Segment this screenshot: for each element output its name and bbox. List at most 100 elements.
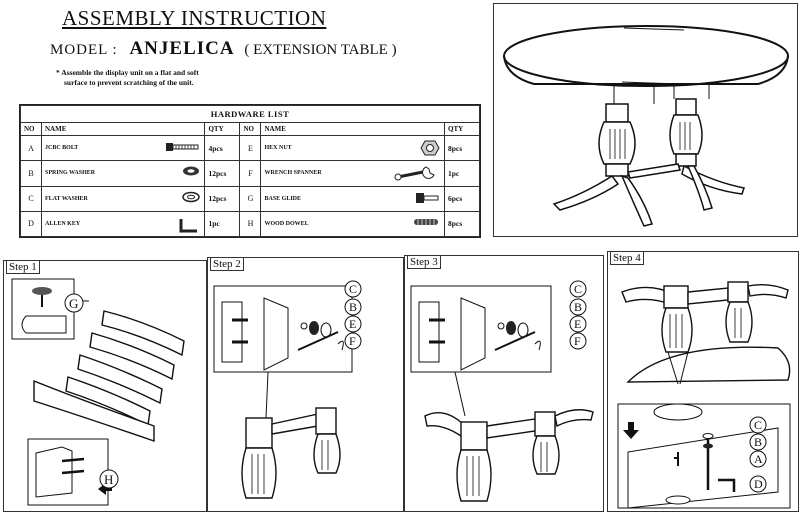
step-3-illustration [410,285,594,502]
page-title: ASSEMBLY INSTRUCTION [62,6,327,30]
step-2-illustration [213,285,353,499]
model-label: MODEL : [50,42,118,58]
hw-name-cell: JCBC BOLT [40,134,206,162]
step-4-label: Step 4 [610,251,644,265]
step-1-label: Step 1 [6,260,40,274]
note-line-2: surface to prevent scratching of the uni… [64,78,194,87]
wrench-icon [394,166,435,181]
model-name: ANJELICA [129,38,235,59]
hw-name: HEX NUT [264,145,292,152]
allen-key-icon [179,218,198,233]
hw-qty: 1pc [204,210,241,238]
hw-name: SPRING WASHER [45,170,96,177]
callout-f-3 [569,332,587,350]
wood-dowel-icon [414,218,438,225]
callout-b-4-label: B [754,435,763,449]
hw-name-cell: ALLEN KEY [40,210,206,238]
step-2-label: Step 2 [210,257,244,271]
callout-a-4-label: A [754,452,763,466]
model-type: ( EXTENSION TABLE ) [244,42,397,58]
hw-no: A [20,134,42,162]
note-line-1: * Assemble the display unit on a flat an… [56,68,199,77]
hw-no: F [239,160,262,187]
hardware-list: HARDWARE LIST NO NAME QTY NO NAME QTY A … [19,104,481,238]
callout-f-3-label: F [574,334,581,348]
step-4-panel: Step 4 C B A D [607,251,799,512]
col-name-left: NAME [40,122,206,136]
hw-qty: 8pcs [444,210,480,238]
hardware-caption: HARDWARE LIST [20,105,480,123]
callout-h-label: H [104,472,114,487]
callout-c-3 [569,280,587,298]
hw-qty: 6pcs [444,185,480,212]
step-3-label: Step 3 [407,255,441,269]
step-1-illustration [11,278,185,506]
hw-name-cell: WOOD DOWEL [260,210,445,238]
hw-qty: 1pc [444,160,480,187]
table-row: B SPRING WASHER 12pcs F WRENCH SPANNER 1… [20,160,480,187]
hw-no: C [20,185,42,212]
callout-a-4 [749,450,767,468]
hw-name: FLAT WASHER [45,195,88,202]
col-no-right: NO [239,122,262,136]
callout-b-2 [344,298,362,316]
col-qty-right: QTY [444,122,480,136]
hw-no: G [239,185,262,212]
step-1-panel: Step 1 G H [3,260,207,512]
callout-b-3 [569,298,587,316]
hw-name-cell: SPRING WASHER [40,160,206,187]
hw-no: D [20,210,42,238]
callout-f-2-label: F [349,334,356,348]
callout-d-4-label: D [754,477,763,491]
callout-c-2 [344,280,362,298]
table-row: A JCBC BOLT 4pcs E HEX NUT 8pcs [20,134,480,162]
step-2-panel: Step 2 C B E F [207,257,404,512]
callout-b-2-label: B [349,300,358,314]
hw-name-cell: FLAT WASHER [40,185,206,212]
hw-name: WOOD DOWEL [264,220,309,227]
hw-qty: 12pcs [204,160,241,187]
callout-h [99,469,119,489]
hardware-table: HARDWARE LIST NO NAME QTY NO NAME QTY A … [20,105,480,238]
flat-washer-icon [182,191,201,202]
hw-name: ALLEN KEY [45,220,81,227]
step-4-illustration [617,281,791,509]
table-row: C FLAT WASHER 12pcs G BASE GLIDE 6pcs [20,185,480,212]
callout-f-2 [344,332,362,350]
callout-g [64,293,84,313]
base-glide-icon [416,192,439,203]
callout-d-4 [749,475,767,493]
model-line: MODEL : ANJELICA ( EXTENSION TABLE ) [50,38,397,60]
hw-name-cell: WRENCH SPANNER [260,160,445,187]
hw-qty: 12pcs [204,185,241,212]
callout-c-2-label: C [349,282,358,296]
callout-c-4-label: C [754,418,763,432]
callout-c-3-label: C [574,282,583,296]
table-row: D ALLEN KEY 1pc H WOOD DOWEL 8pcs [20,210,480,238]
callout-e-3 [569,315,587,333]
callout-e-2 [344,315,362,333]
callout-b-4 [749,433,767,451]
callout-e-2-label: E [349,317,357,331]
hw-name-cell: BASE GLIDE [260,185,445,212]
col-name-right: NAME [260,122,445,136]
callout-b-3-label: B [574,300,583,314]
hw-name: WRENCH SPANNER [264,170,322,177]
hw-no: B [20,160,42,187]
step-3-panel: Step 3 C B E F [404,255,604,512]
col-qty-left: QTY [204,122,241,136]
hw-name: JCBC BOLT [45,145,79,152]
spring-washer-icon [183,166,200,176]
callout-c-4 [749,416,767,434]
col-no-left: NO [20,122,42,136]
assembly-note: * Assemble the display unit on a flat an… [56,68,286,88]
hex-nut-icon [420,140,440,156]
hw-no: H [239,210,262,238]
hw-name: BASE GLIDE [264,195,301,202]
extension-table-illustration [503,25,789,227]
hw-qty: 8pcs [444,134,480,162]
hw-name-cell: HEX NUT [260,134,445,162]
hw-no: E [239,134,262,162]
callout-e-3-label: E [574,317,582,331]
table-illustration-panel [493,3,798,237]
